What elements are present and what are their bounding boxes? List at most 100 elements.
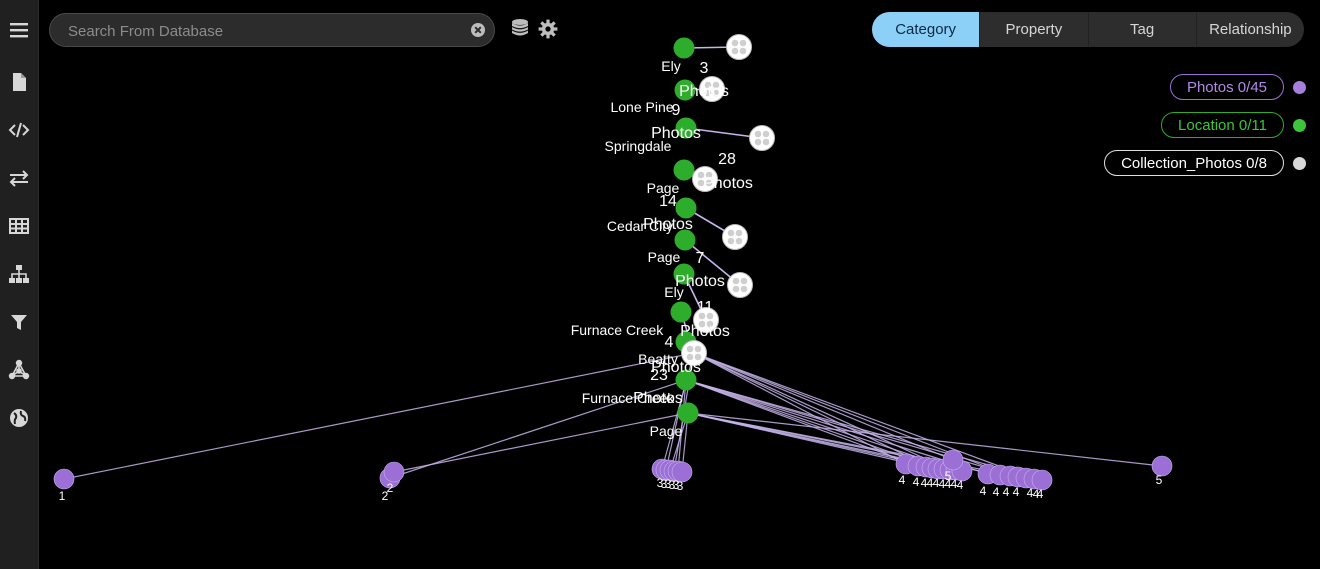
collection-count-label: 7 (696, 250, 705, 267)
collection-name-label: Photos (703, 175, 753, 192)
collection-node[interactable] (722, 224, 748, 250)
photo-label: 3 (669, 478, 676, 492)
location-node[interactable] (675, 369, 697, 391)
location-node[interactable] (670, 301, 692, 323)
graph-edge (63, 352, 695, 480)
collection-node[interactable] (727, 272, 753, 298)
filter-icon[interactable] (0, 304, 38, 340)
legend-label-photos[interactable]: Photos 0/45 (1169, 74, 1284, 100)
search-input[interactable] (66, 14, 460, 48)
legend-label-collection[interactable]: Collection_Photos 0/8 (1104, 150, 1284, 176)
collection-node-dot (705, 179, 713, 187)
gear-icon[interactable] (538, 19, 558, 39)
location-node[interactable] (674, 79, 696, 101)
photo-label: 4 (939, 477, 946, 491)
collection-count-label: 4 (665, 334, 674, 351)
table-icon[interactable] (0, 208, 38, 244)
network-icon[interactable] (0, 352, 38, 388)
photo-node[interactable] (383, 461, 405, 483)
collection-name-label: Photos (680, 323, 730, 340)
view-tabs: Category Property Tag Relationship (872, 12, 1304, 47)
legend-dot-location[interactable] (1293, 118, 1306, 132)
location-label: Beatty (638, 351, 678, 367)
tab-category[interactable]: Category (872, 12, 980, 47)
photo-node[interactable] (671, 461, 693, 483)
photo-label: 2 (387, 481, 394, 495)
collection-node-dot (754, 130, 762, 138)
location-label: Page (648, 249, 681, 265)
collection-node-dot (727, 237, 735, 245)
collection-node-dot (706, 312, 714, 320)
clear-search-icon[interactable] (471, 23, 485, 37)
photo-label: 4 (980, 484, 987, 498)
transfer-arrows-icon[interactable] (0, 160, 38, 196)
collection-node-dot (686, 345, 694, 353)
photo-label: 4 (1037, 487, 1044, 501)
photo-node[interactable] (53, 468, 75, 490)
photo-node[interactable] (1151, 455, 1173, 477)
location-node[interactable] (673, 159, 695, 181)
graph-edge (677, 379, 687, 472)
location-node[interactable] (673, 37, 695, 59)
collection-node-dot (706, 320, 714, 328)
tab-property[interactable]: Property (979, 12, 1087, 47)
globe-icon[interactable] (0, 400, 38, 436)
collection-count-label: 28 (718, 151, 736, 168)
collection-node-dot (697, 171, 705, 179)
location-label: Springdale (605, 138, 672, 154)
graph-edge (389, 379, 687, 479)
document-icon[interactable] (0, 64, 38, 100)
collection-node-dot (762, 138, 770, 146)
database-icon[interactable] (510, 18, 530, 38)
location-label: Page (647, 180, 680, 196)
location-label: Ely (661, 58, 680, 74)
collection-node-dot (704, 89, 712, 97)
photo-node[interactable] (1031, 469, 1053, 491)
collection-node-dot (727, 229, 735, 237)
photo-label: 5 (945, 469, 952, 483)
legend-item-collection: Collection_Photos 0/8 (1104, 150, 1306, 176)
location-node[interactable] (673, 263, 695, 285)
collection-node-dot (731, 47, 739, 55)
location-label: Furnace Creek (571, 322, 665, 338)
graph-edge (693, 352, 1035, 480)
location-node[interactable] (674, 229, 696, 251)
location-node[interactable] (677, 402, 699, 424)
menu-icon[interactable] (0, 12, 38, 48)
legend-label-location[interactable]: Location 0/11 (1161, 112, 1284, 138)
legend-dot-collection[interactable] (1293, 156, 1306, 170)
legend-dot-photos[interactable] (1293, 80, 1306, 94)
graph-edge (693, 352, 954, 461)
collection-node-dot (740, 285, 748, 293)
collection-count-label: 3 (700, 60, 709, 77)
collection-name-label: Photos (651, 125, 701, 142)
tab-tag[interactable]: Tag (1087, 12, 1196, 47)
code-icon[interactable] (0, 112, 38, 148)
collection-node-dot (686, 353, 694, 361)
collection-count-label: 14 (659, 193, 677, 210)
photo-label: 4 (1013, 485, 1020, 499)
collection-node-dot (739, 47, 747, 55)
photo-label: 4 (1027, 486, 1034, 500)
collection-node-dot (705, 171, 713, 179)
photo-label: 4 (957, 478, 964, 492)
collection-node[interactable] (726, 34, 752, 60)
tab-relationship[interactable]: Relationship (1195, 12, 1304, 47)
photo-label: 4 (933, 476, 940, 490)
hierarchy-icon[interactable] (0, 256, 38, 292)
collection-node-dot (739, 39, 747, 47)
photo-node[interactable] (942, 449, 964, 471)
collection-node-dot (762, 130, 770, 138)
graph-edge (693, 352, 951, 471)
location-node[interactable] (675, 117, 697, 139)
location-label: Furnace Creek (582, 390, 676, 406)
photo-label: 4 (951, 477, 958, 491)
location-node[interactable] (675, 197, 697, 219)
photo-label: 3 (665, 477, 672, 491)
graph-edge (665, 379, 687, 471)
collection-node-dot (698, 320, 706, 328)
collection-count-label: 11 (697, 299, 714, 316)
photo-label: 4 (927, 476, 934, 490)
collection-node[interactable] (749, 125, 775, 151)
